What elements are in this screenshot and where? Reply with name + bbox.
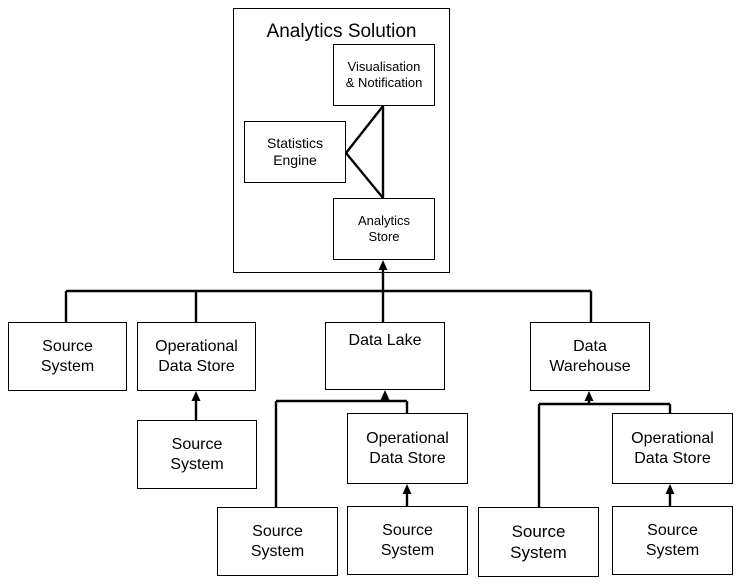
data-warehouse-source-system-left-label: Source System	[510, 521, 567, 562]
ods-source-system-box: Source System	[137, 420, 257, 489]
statistics-engine-label: Statistics Engine	[266, 134, 323, 169]
data-warehouse-ods-box: Operational Data Store	[612, 413, 733, 484]
ods-source-system-label: Source System	[170, 435, 224, 473]
data-warehouse-source-system-right-label: Source System	[645, 521, 700, 559]
data-lake-box: Data Lake	[325, 322, 445, 390]
connector-visualisation-stats	[344, 105, 384, 199]
arrowhead-data-warehouse	[584, 391, 594, 401]
data-lake-source-system-right-label: Source System	[380, 521, 435, 559]
data-lake-source-system-right-box: Source System	[347, 506, 468, 575]
operational-data-store-label: Operational Data Store	[155, 337, 238, 375]
data-warehouse-source-system-left-box: Source System	[478, 507, 599, 577]
arrowhead-dw-ods	[665, 484, 675, 494]
analytics-store-box: Analytics Store	[333, 198, 435, 260]
data-lake-ods-box: Operational Data Store	[347, 413, 468, 484]
arrowhead-data-lake	[380, 390, 390, 400]
data-warehouse-box: Data Warehouse	[530, 322, 650, 391]
visualisation-notification-box: Visualisation & Notification	[333, 44, 435, 106]
statistics-engine-box: Statistics Engine	[244, 121, 346, 183]
arrowhead-analytics-store	[378, 260, 388, 270]
data-warehouse-source-system-right-box: Source System	[612, 506, 733, 575]
data-warehouse-label: Data Warehouse	[549, 337, 631, 375]
data-warehouse-ods-label: Operational Data Store	[631, 429, 714, 467]
arrowhead-ods	[191, 391, 201, 401]
analytics-solution-title: Analytics Solution	[266, 21, 417, 42]
arrowhead-dl-ods	[402, 484, 412, 494]
data-lake-source-system-left-box: Source System	[217, 507, 338, 576]
source-system-label: Source System	[40, 337, 95, 375]
data-lake-label: Data Lake	[348, 332, 422, 349]
analytics-store-label: Analytics Store	[357, 212, 411, 244]
source-system-box: Source System	[8, 322, 127, 391]
data-lake-ods-label: Operational Data Store	[366, 429, 449, 467]
analytics-solution-container: Analytics Solution	[233, 8, 450, 273]
operational-data-store-box: Operational Data Store	[137, 322, 256, 391]
visualisation-notification-label: Visualisation & Notification	[345, 58, 423, 90]
data-lake-source-system-left-label: Source System	[250, 522, 305, 560]
